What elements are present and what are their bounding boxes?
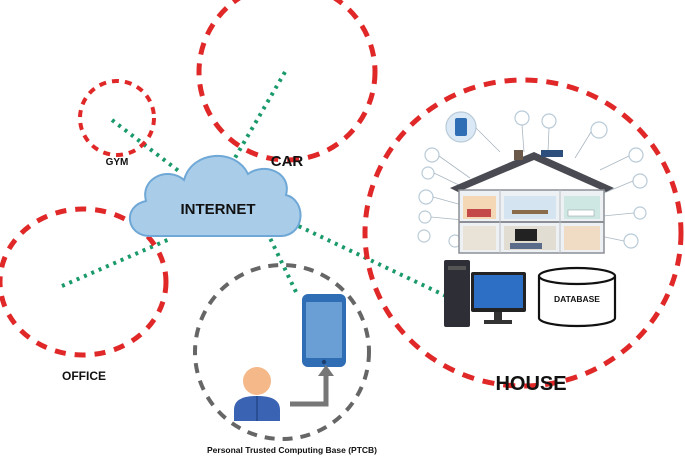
solar-panel — [541, 150, 563, 157]
smartphone-screen — [306, 302, 342, 358]
house-roof — [450, 152, 614, 192]
zones — [0, 0, 684, 441]
office-zone — [0, 206, 169, 358]
smoke-detector-icon — [623, 233, 639, 249]
ip-camera-icon — [632, 173, 648, 189]
smart-house-illustration — [417, 110, 648, 254]
pir-detector-icon — [590, 121, 608, 139]
user-to-phone-arrow — [290, 372, 329, 407]
ptcb-label: Personal Trusted Computing Base (PTCB) — [207, 445, 377, 455]
database-top — [537, 266, 617, 286]
house-zone — [362, 77, 684, 389]
link-car-internet — [230, 70, 287, 165]
smart-socket-icon — [421, 166, 435, 180]
server-and-database: DATABASE — [444, 260, 617, 328]
keypad-icon — [418, 189, 434, 205]
room-kitchen — [463, 226, 496, 250]
outdoor-siren-icon — [424, 147, 440, 163]
chimney — [514, 150, 523, 160]
internet-label: INTERNET — [181, 201, 256, 218]
link-gym-internet — [110, 118, 182, 174]
sofa-icon — [510, 243, 542, 249]
ptcb-zone — [193, 263, 371, 441]
monitor-base — [484, 320, 512, 324]
infrared-beam-icon — [633, 206, 647, 220]
network-links — [61, 70, 447, 298]
vibration-sensor-icon — [417, 229, 431, 243]
curtain-detector-icon — [628, 147, 644, 163]
push-button-icon — [541, 113, 557, 129]
internet-cloud: INTERNET — [128, 154, 302, 237]
car-label: CAR — [271, 153, 304, 170]
monitor-stand — [494, 312, 502, 321]
database-label: DATABASE — [554, 294, 600, 304]
arrow-head — [318, 365, 334, 376]
smartphone-button — [321, 359, 327, 365]
desk-icon — [512, 210, 548, 214]
bed-icon — [467, 209, 491, 217]
link-ptcb-internet — [268, 237, 298, 293]
ptcb-group — [234, 294, 346, 421]
bathtub-icon — [567, 209, 595, 217]
user-head — [243, 367, 271, 395]
office-label: OFFICE — [62, 369, 106, 383]
ceiling-detector-icon — [514, 110, 530, 126]
database-cylinder — [537, 276, 617, 328]
monitor-screen — [474, 275, 523, 308]
room-dining — [564, 226, 600, 250]
computer-tower — [444, 260, 470, 327]
link-office-internet — [61, 236, 173, 288]
rfid-tag-icon — [418, 210, 432, 224]
room-office — [504, 196, 556, 219]
device-connectors — [430, 124, 635, 242]
car-zone — [196, 0, 378, 163]
database-icon: DATABASE — [537, 266, 617, 328]
gym-label: GYM — [106, 157, 129, 168]
cloud-shape — [128, 154, 302, 237]
alarm-siren-body — [455, 118, 467, 136]
user-icon — [234, 367, 280, 421]
tv-icon — [515, 229, 537, 241]
tower-bay — [448, 266, 466, 270]
gym-zone — [78, 79, 156, 157]
house-label: HOUSE — [495, 373, 566, 395]
user-body-divider — [256, 396, 258, 421]
